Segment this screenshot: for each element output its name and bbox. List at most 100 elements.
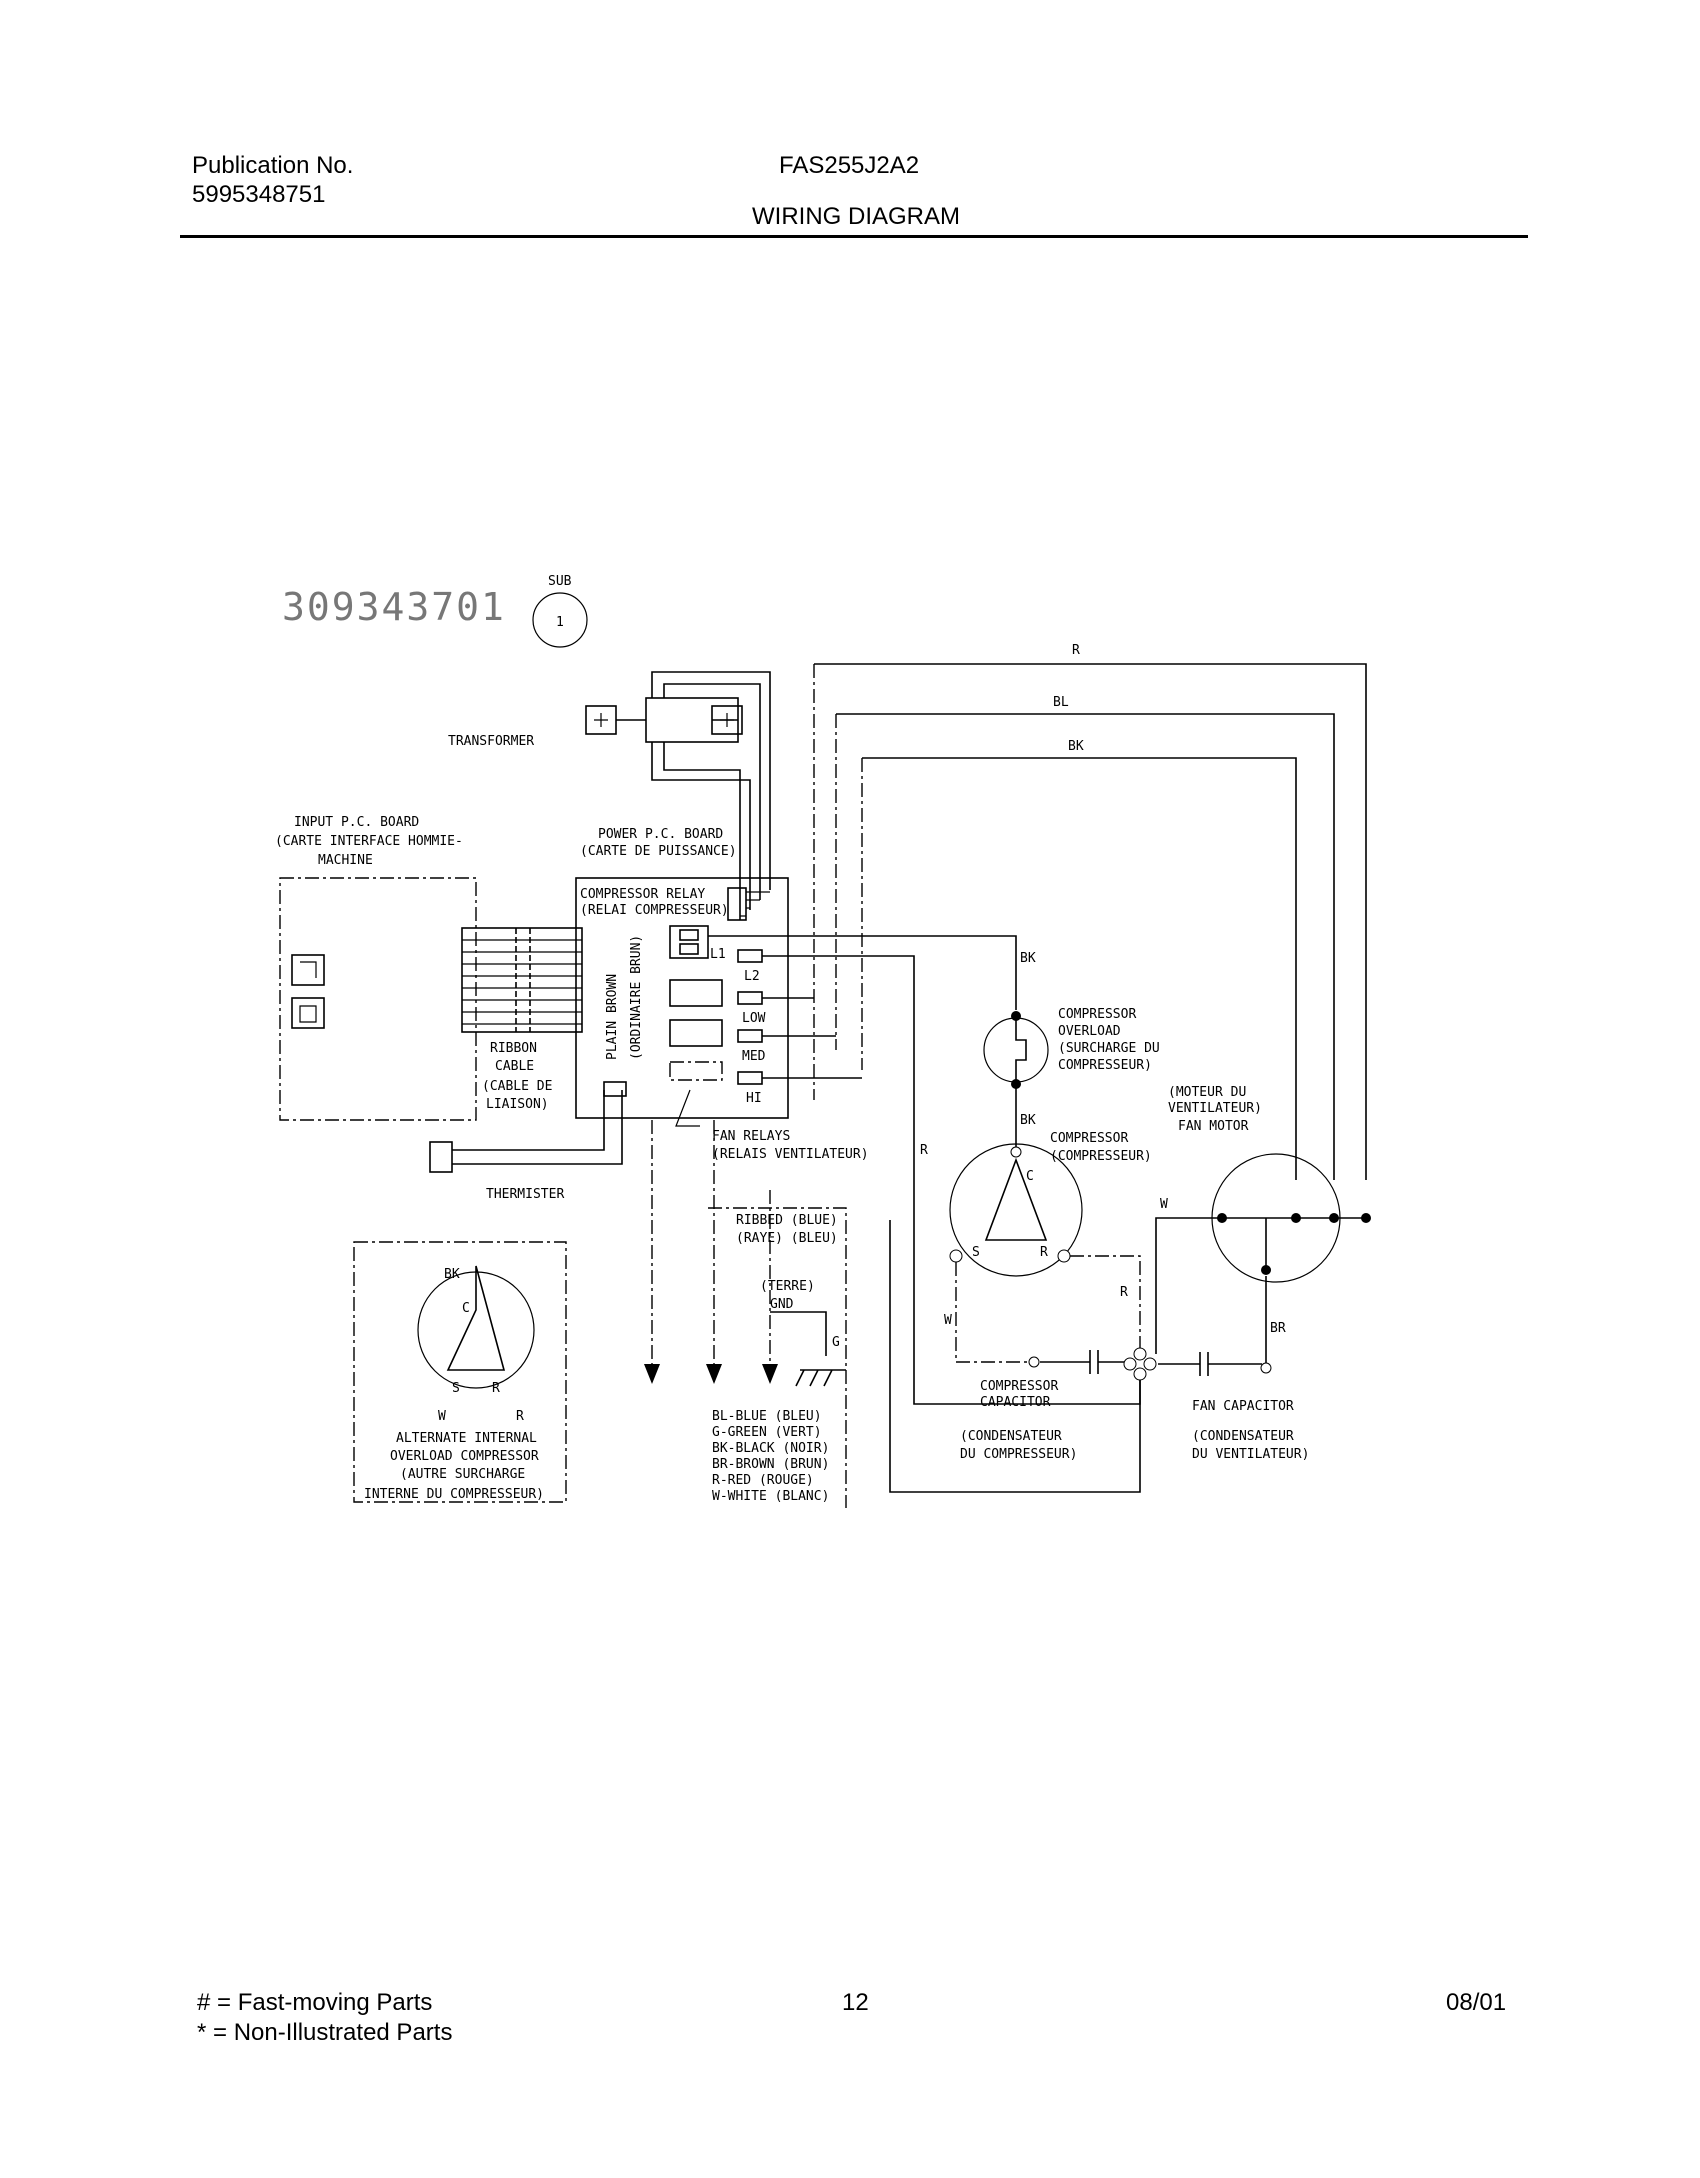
compressor-circle [949,1143,1083,1277]
terminal-l1: L1 [710,947,726,962]
publication-label: Publication No. [192,152,354,179]
compressor-relay [727,887,770,921]
speed-hi: HI [746,1091,762,1106]
color-key-6: W-WHITE (BLANC) [712,1489,829,1504]
overload-line-3: (SURCHARGE DU [1058,1041,1160,1056]
wire-bk-overload-label: BK [1020,951,1036,966]
alt-overload-line-1: ALTERNATE INTERNAL [396,1431,537,1446]
section-title: WIRING DIAGRAM [752,203,960,230]
speed-med: MED [742,1049,766,1064]
ribbon-line-3: (CABLE DE [482,1079,552,1094]
fan-motor-windings [1222,1217,1366,1268]
ribbon-line-1: RIBBON [490,1041,537,1056]
gnd-label: GND [770,1297,794,1312]
alt-overload-line-3: (AUTRE SURCHARGE [400,1467,525,1482]
wire-w-fan-label: W [1160,1197,1168,1212]
compressor-term-r-label: R [1040,1245,1048,1260]
compressor-terminal-s [949,1249,963,1263]
capacitor-node [1028,1356,1040,1368]
fan-capacitor-line-3: DU VENTILATEUR) [1192,1447,1309,1462]
ribbon-line-2: CABLE [495,1059,534,1074]
fan-capacitor-line-1: FAN CAPACITOR [1192,1399,1294,1414]
fan-motor-terminals [1217,1213,1371,1275]
fan-relays-line-2: (RELAIS VENTILATEUR) [712,1147,869,1162]
plain-brown-label: PLAIN BROWN [605,974,620,1060]
wire-w-fan [1155,1217,1222,1354]
legend-non-illustrated: * = Non-Illustrated Parts [197,2019,453,2046]
capacitor-terminal-block [1123,1347,1157,1381]
fan-capacitor-symbol [1158,1352,1262,1376]
cond-compresseur-line-2: DU COMPRESSEUR) [960,1447,1077,1462]
sub-value: 1 [556,615,564,630]
model-number: FAS255J2A2 [779,152,920,179]
wire-capacitor-to-fan [889,1220,1141,1493]
speed-low: LOW [742,1011,766,1026]
publication-date: 08/01 [1446,1989,1507,2016]
transformer-symbol [585,671,771,920]
alt-overload-line-4: INTERNE DU COMPRESSEUR) [364,1487,544,1502]
legend-fast-moving: # = Fast-moving Parts [197,1989,433,2016]
wire-l1-to-overload [708,935,1017,1010]
power-cord-leads [651,1120,771,1364]
color-key-box [708,1207,847,1508]
wire-r-top-label: R [1072,643,1080,658]
ground-symbol [770,1311,846,1387]
cond-compresseur-line-1: (CONDENSATEUR [960,1429,1062,1444]
color-key-4: BR-BROWN (BRUN) [712,1457,829,1472]
thermister-label: THERMISTER [486,1187,564,1202]
compressor-term-s-label: S [972,1245,980,1260]
wire-r-label: R [920,1143,928,1158]
ribbed-line-2: (RAYE) (BLEU) [736,1231,838,1246]
board-connectors [669,925,723,1081]
thermister-symbol [429,1141,453,1173]
overload-line-1: COMPRESSOR [1058,1007,1136,1022]
alt-term-r-label: R [492,1381,500,1396]
overload-line-2: OVERLOAD [1058,1024,1121,1039]
overload-switch [1015,1020,1027,1080]
sub-label: SUB [548,574,572,589]
fan-motor-line-2: VENTILATEUR) [1168,1101,1262,1116]
page-number: 12 [842,1989,869,2016]
speed-wires [762,997,862,1079]
fan-relays-line-1: FAN RELAYS [712,1129,790,1144]
ribbon-cable [461,927,583,1033]
part-number: 309343701 [282,585,506,629]
input-board-line-3: MACHINE [318,853,373,868]
publication-number: 5995348751 [192,181,326,208]
color-key-2: G-GREEN (VERT) [712,1425,822,1440]
alt-overload-box [353,1241,567,1503]
header-rule [180,235,1528,238]
power-cord-arrows [644,1364,778,1384]
fan-relays-pointer [675,1089,700,1127]
wire-s-to-capacitor [955,1262,1030,1363]
terminal-l2: L2 [744,969,760,984]
alt-wire-r-label: R [516,1409,524,1424]
fan-capacitor-node [1260,1362,1272,1374]
color-key-5: R-RED (ROUGE) [712,1473,814,1488]
input-board-outline [279,877,477,1121]
thermister-connector [603,1081,627,1097]
wire-bl-label: BL [1053,695,1069,710]
wire-r-right-label: R [1120,1285,1128,1300]
compressor-relay-line-2: (RELAI COMPRESSEUR) [580,903,729,918]
alt-wire-bk-label: BK [444,1267,460,1282]
alt-wire-w-label: W [438,1409,446,1424]
overload-terminal-top [1011,1011,1021,1021]
ribbed-line-1: RIBBED (BLUE) [736,1213,838,1228]
top-wire-bk [862,757,1297,1180]
color-key-3: BK-BLACK (NOIR) [712,1441,829,1456]
compressor-capacitor-symbol [1040,1350,1128,1374]
power-board-line-1: POWER P.C. BOARD [598,827,723,842]
thermister-wire [452,1090,623,1165]
compressor-line-1: COMPRESSOR [1050,1131,1128,1146]
ground-g-label: G [832,1335,840,1350]
wire-br-label: BR [1270,1321,1286,1336]
top-wire-bl [836,713,1335,1180]
compressor-terminal-r [1057,1249,1071,1263]
comp-capacitor-line-2: CAPACITOR [980,1395,1051,1410]
color-key-1: BL-BLUE (BLEU) [712,1409,822,1424]
transformer-label: TRANSFORMER [448,734,534,749]
wire-r-to-capacitor [1070,1255,1141,1348]
ribbon-line-4: LIAISON) [486,1097,549,1112]
